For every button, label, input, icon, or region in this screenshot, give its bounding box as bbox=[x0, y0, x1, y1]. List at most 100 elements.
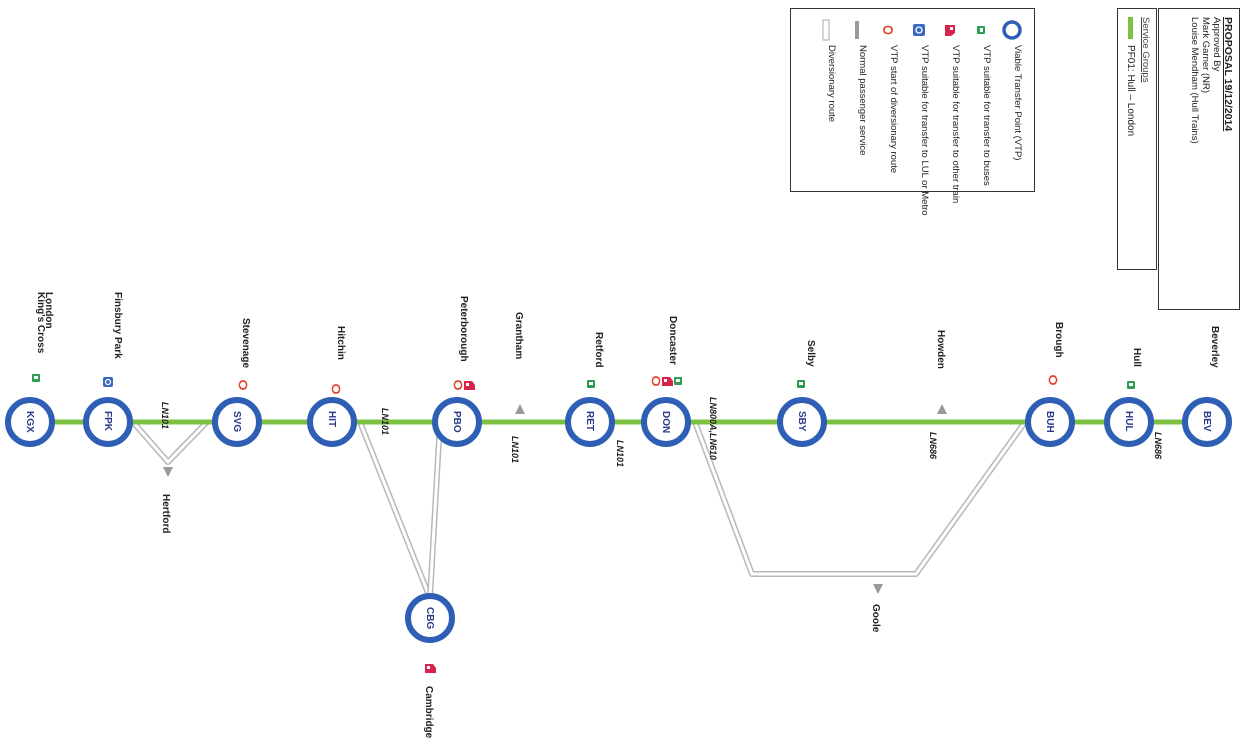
diversion-icon bbox=[331, 384, 341, 394]
station-name: Stevenage bbox=[240, 318, 251, 368]
station-name: King's Cross bbox=[35, 292, 46, 354]
sequence-label: LN101 bbox=[510, 436, 520, 463]
station-code: RET bbox=[584, 411, 595, 431]
sequence-label: LN686 bbox=[928, 432, 938, 460]
service-groups-heading: Service Groups bbox=[1140, 17, 1151, 83]
proposal-panel: PROPOSAL 19/12/2014 Approved By Mark Gar… bbox=[1158, 8, 1240, 310]
station-code: HUL bbox=[1123, 411, 1134, 432]
station-buh: BUH Brough bbox=[1025, 322, 1075, 447]
station-code: HIT bbox=[326, 411, 337, 427]
waypoint-label: Howden bbox=[935, 330, 946, 369]
waypoint-marker bbox=[937, 404, 947, 414]
sequence-label: LN101 bbox=[160, 402, 170, 429]
legend-item: VTP suitable for transfer to LUL or Metr… bbox=[894, 19, 930, 216]
station-ring-icon bbox=[641, 397, 691, 447]
station-don: DON Doncaster bbox=[641, 316, 691, 447]
station-code: SVG bbox=[231, 411, 242, 432]
diversionary-route-icon bbox=[811, 19, 837, 41]
normal-service-icon bbox=[842, 19, 868, 41]
legend-item: Diversionary route bbox=[801, 19, 837, 199]
station-name: Selby bbox=[805, 340, 816, 367]
station-name: Cambridge bbox=[423, 686, 434, 739]
service-groups-panel: Service Groups PF01: Hull – London bbox=[1117, 8, 1157, 270]
sequence-label: LN101 bbox=[615, 440, 625, 467]
service-group-label: PF01: Hull – London bbox=[1125, 45, 1136, 137]
legend-label: Viable Transfer Point (VTP) bbox=[1012, 45, 1023, 161]
station-code: BEV bbox=[1201, 411, 1212, 432]
legend-label: VTP suitable for transfer to LUL or Metr… bbox=[919, 45, 930, 216]
station-cbg: CBG Cambridge bbox=[405, 593, 455, 739]
station-name: Peterborough bbox=[458, 296, 469, 362]
diversion-start-icon bbox=[873, 19, 899, 41]
metro-icon bbox=[904, 19, 930, 41]
station-ring-icon bbox=[307, 397, 357, 447]
legend-label: VTP suitable for transfer to other train bbox=[950, 45, 961, 204]
station-code: KGX bbox=[24, 411, 35, 433]
sequence-label: LN101 bbox=[380, 408, 390, 435]
diversion-icon bbox=[453, 380, 463, 390]
station-ring-icon bbox=[1025, 397, 1075, 447]
service-group-item: PF01: Hull – London bbox=[1125, 17, 1136, 257]
station-ring-icon bbox=[432, 397, 482, 447]
station-ring-icon bbox=[5, 397, 55, 447]
station-code: DON bbox=[660, 411, 671, 433]
diversion-icon bbox=[238, 380, 248, 390]
bus-icon bbox=[966, 19, 992, 41]
station-ring-icon bbox=[1182, 397, 1232, 447]
station-ret: RET Retford bbox=[565, 332, 615, 447]
station-name: Brough bbox=[1053, 322, 1064, 358]
legend-content: Viable Transfer Point (VTP) VTP suitable … bbox=[798, 19, 1023, 216]
service-group-swatch bbox=[1128, 17, 1133, 39]
sequence-label: LN686 bbox=[1153, 432, 1163, 460]
diversionary-route-inner bbox=[693, 421, 1027, 576]
legend-label: Normal passenger service bbox=[857, 45, 868, 156]
bus-icon bbox=[587, 380, 595, 388]
diversionary-routes bbox=[130, 419, 1028, 600]
waypoint-marker bbox=[515, 404, 525, 414]
proposal-title: PROPOSAL 19/12/2014 bbox=[1222, 17, 1234, 132]
train-icon bbox=[425, 664, 436, 673]
station-code: BUH bbox=[1044, 411, 1055, 433]
bus-icon bbox=[1127, 381, 1135, 389]
station-ring-icon bbox=[83, 397, 133, 447]
sequence-label: LN800A,LN610 bbox=[708, 397, 718, 460]
station-ring-icon bbox=[777, 397, 827, 447]
legend-label: VTP start of diversionary route bbox=[888, 45, 899, 174]
metro-icon bbox=[103, 377, 113, 387]
proposal-approver: Louise Mendham (Hull Trains) bbox=[1189, 17, 1200, 144]
diversionary-route-inner bbox=[428, 421, 442, 599]
legend-label: VTP suitable for transfer to buses bbox=[981, 45, 992, 186]
diversion-icon bbox=[651, 376, 661, 386]
train-icon bbox=[662, 377, 673, 386]
waypoint-marker bbox=[873, 584, 883, 594]
diversion-icon bbox=[1048, 375, 1058, 385]
legend-item: VTP suitable for transfer to buses bbox=[956, 19, 992, 199]
station-code: FPK bbox=[102, 411, 113, 432]
station-name: Retford bbox=[593, 332, 604, 368]
station-code: SBY bbox=[796, 411, 807, 432]
proposal-approved-by: Approved By bbox=[1211, 17, 1222, 72]
train-icon bbox=[935, 19, 961, 41]
station-code: CBG bbox=[424, 607, 435, 629]
legend-label: Diversionary route bbox=[826, 45, 837, 123]
proposal-approver: Mark Garner (NR) bbox=[1200, 17, 1211, 94]
station-name: Doncaster bbox=[667, 316, 678, 365]
bus-icon bbox=[797, 380, 805, 388]
station-name: London bbox=[43, 292, 54, 329]
station-sby: SBY Selby bbox=[777, 340, 827, 447]
legend-item: Viable Transfer Point (VTP) bbox=[987, 19, 1023, 199]
waypoint-label: Grantham bbox=[513, 312, 524, 359]
station-svg: SVG Stevenage bbox=[212, 318, 262, 447]
station-ring-icon bbox=[212, 397, 262, 447]
waypoint-label: Hertford bbox=[160, 494, 171, 533]
station-ring-icon bbox=[1104, 397, 1154, 447]
station-name: Hull bbox=[1131, 348, 1142, 367]
